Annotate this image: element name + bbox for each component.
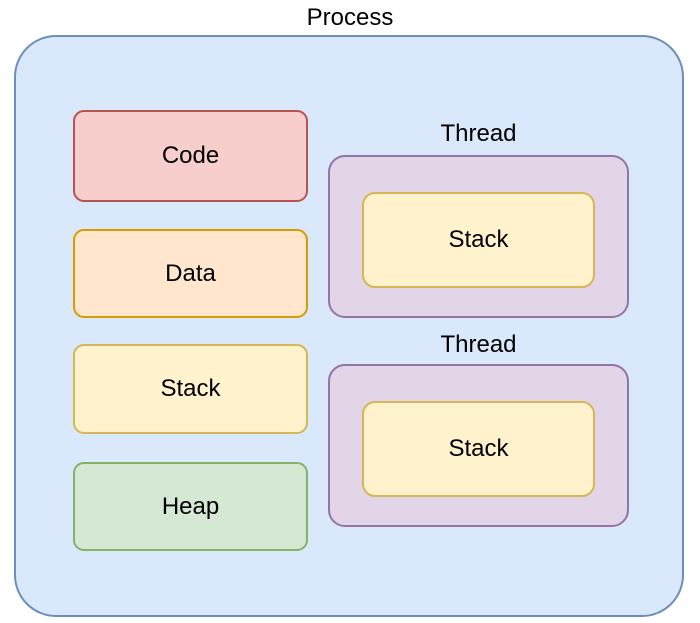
segment-data-label: Data bbox=[165, 259, 216, 287]
thread-2-stack-label: Stack bbox=[448, 435, 509, 462]
segment-code: Code bbox=[73, 110, 308, 202]
segment-data: Data bbox=[73, 229, 308, 318]
thread-1-stack-label: Stack bbox=[448, 226, 509, 253]
segment-heap-label: Heap bbox=[161, 492, 220, 520]
segment-stack-label: Stack bbox=[160, 375, 221, 402]
thread-2-stack: Stack bbox=[362, 401, 595, 497]
thread-1-stack: Stack bbox=[362, 192, 595, 288]
process-title: Process bbox=[306, 4, 394, 31]
segment-heap: Heap bbox=[73, 462, 308, 551]
thread-1-title: Thread bbox=[440, 120, 517, 147]
segment-stack: Stack bbox=[73, 344, 308, 434]
segment-code-label: Code bbox=[161, 142, 220, 169]
thread-2-title: Thread bbox=[440, 331, 517, 358]
